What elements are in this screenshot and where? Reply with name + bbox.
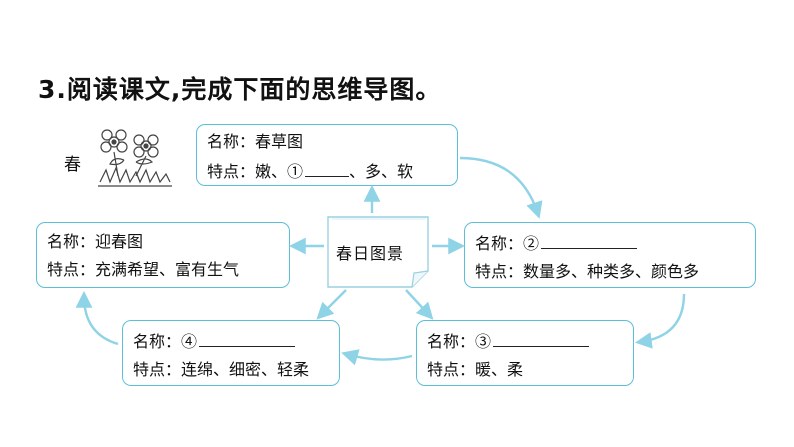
box-welcome-spring: 名称：迎春图 特点：充满希望、富有生气 [36, 222, 290, 288]
page-title: 3.阅读课文,完成下面的思维导图。 [38, 75, 442, 104]
spring-label: 春 [64, 155, 81, 175]
box-rain-name: 名称：④ [133, 326, 329, 356]
box-spring-grass-name: 名称：春草图 [207, 132, 304, 151]
box-wind-feature: 特点：暖、柔 [427, 360, 524, 379]
box-flower: 名称：② 特点：数量多、种类多、颜色多 [464, 222, 756, 288]
box-rain: 名称：④ 特点：连绵、细密、轻柔 [122, 320, 340, 386]
box-flower-feature: 特点：数量多、种类多、颜色多 [475, 262, 700, 281]
box-spring-grass-feature: 特点：嫩、①、多、软 [207, 156, 447, 186]
center-note [327, 216, 429, 288]
box-rain-feature: 特点：连绵、细密、轻柔 [133, 360, 310, 379]
arrow-right-to-bottomright [635, 293, 686, 349]
box-spring-grass: 名称：春草图 特点：嫩、①、多、软 [196, 124, 458, 186]
arrow-bottomright-to-bottomleft [341, 349, 413, 366]
blank-1[interactable] [305, 156, 350, 177]
blank-4[interactable] [199, 326, 296, 347]
arrow-top-to-right [459, 156, 543, 219]
arrow-bottomleft-to-left [75, 290, 119, 346]
blank-3[interactable] [493, 326, 590, 347]
box-welcome-spring-feature: 特点：充满希望、富有生气 [47, 260, 240, 279]
box-welcome-spring-name: 名称：迎春图 [47, 232, 144, 251]
center-title: 春日图景 [336, 244, 405, 263]
blank-2[interactable] [541, 228, 638, 249]
box-wind: 名称：③ 特点：暖、柔 [416, 320, 634, 386]
box-flower-name: 名称：② [475, 228, 745, 258]
arrow-center-bottomleft [316, 289, 347, 320]
flower-illustration [98, 129, 172, 187]
arrow-center-bottomright [405, 289, 434, 320]
box-wind-name: 名称：③ [427, 326, 623, 356]
